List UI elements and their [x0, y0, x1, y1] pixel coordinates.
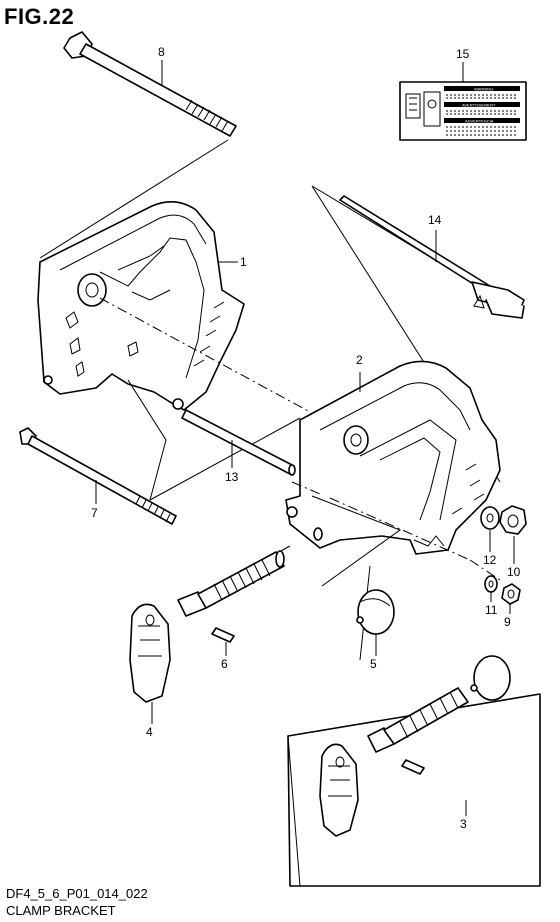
label-stripe [444, 118, 520, 123]
callout-1: 1 [240, 255, 247, 269]
callout-12: 12 [483, 553, 497, 567]
callout-7: 7 [91, 506, 98, 520]
clamp-screw[interactable] [177, 550, 285, 617]
pin-6[interactable] [211, 627, 235, 643]
handle-4[interactable] [129, 603, 171, 703]
rod-14[interactable] [339, 195, 525, 319]
callout-15: 15 [456, 47, 470, 61]
warning-label-15[interactable]: WARNING AVERTISSEMENT ADVERTENCIA [399, 81, 527, 141]
callout-3: 3 [460, 817, 467, 831]
label-stripe [444, 102, 520, 107]
construction-line [311, 495, 402, 587]
callout-8: 8 [158, 45, 165, 59]
drawing-code: DF4_5_6_P01_014_022 [6, 886, 148, 901]
callout-4: 4 [146, 725, 153, 739]
callout-5: 5 [370, 657, 377, 671]
axis-line [291, 481, 501, 581]
construction-line [39, 139, 229, 259]
label-word-warning: WARNING [474, 87, 493, 92]
callout-9: 9 [504, 615, 511, 629]
bolt-8[interactable] [63, 31, 237, 137]
label-word-advertencia: ADVERTENCIA [465, 119, 494, 124]
clamp-bracket-1[interactable] [37, 201, 245, 411]
bolt-7[interactable] [19, 427, 177, 525]
assembly-name: CLAMP BRACKET [6, 903, 116, 918]
label-word-avertissement: AVERTISSEMENT [462, 103, 496, 108]
nut-10[interactable] [499, 505, 527, 535]
washer-11[interactable] [484, 575, 498, 593]
callout-10: 10 [507, 565, 521, 579]
callout-14: 14 [428, 213, 442, 227]
callout-11: 11 [485, 603, 498, 617]
callout-2: 2 [356, 353, 363, 367]
construction-line [149, 417, 301, 501]
callout-13: 13 [225, 470, 239, 484]
tube-13[interactable] [181, 409, 296, 476]
nut-9[interactable] [501, 583, 521, 605]
washer-12[interactable] [480, 506, 500, 530]
callout-6: 6 [221, 657, 228, 671]
pad-5[interactable] [356, 589, 395, 635]
clamp-bracket-2[interactable] [285, 360, 501, 555]
figure-title: FIG.22 [4, 4, 75, 29]
construction-line [127, 379, 167, 501]
label-stripe [444, 86, 520, 91]
clamp-screw-assembly-3[interactable] [287, 655, 541, 887]
